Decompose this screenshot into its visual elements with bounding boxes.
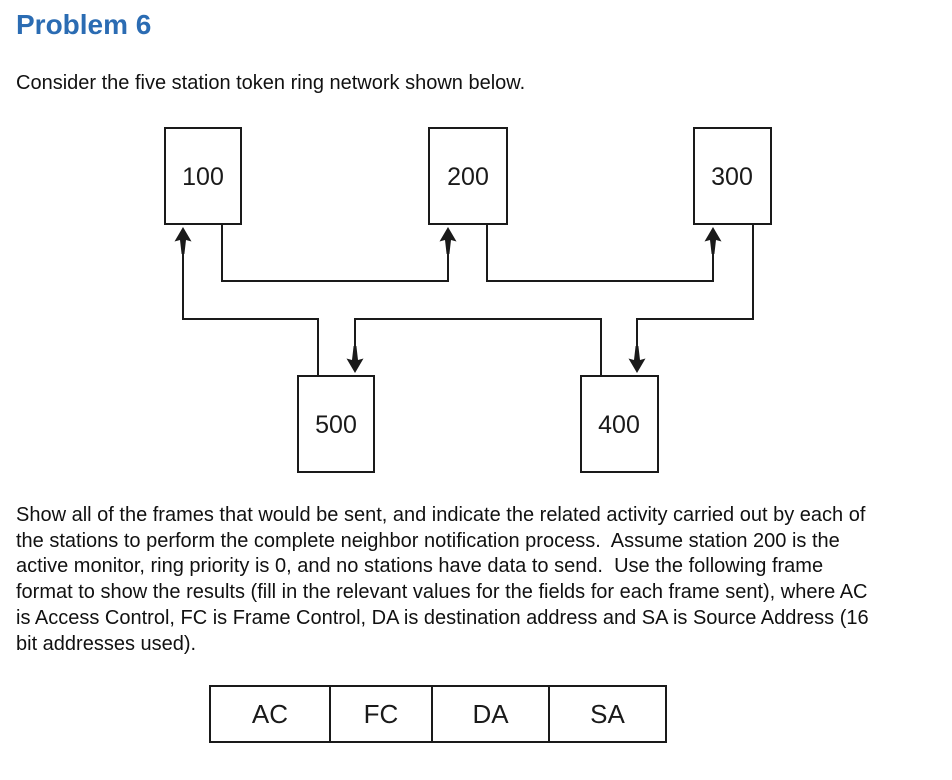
station-box-400: 400 (580, 375, 659, 473)
intro-text: Consider the five station token ring net… (16, 72, 526, 94)
station-box-300: 300 (693, 127, 772, 225)
link-200-to-300 (486, 224, 714, 282)
frame-field-sa: SA (548, 687, 665, 741)
station-box-outline (580, 375, 659, 473)
arrow-up-icon (439, 227, 457, 254)
arrow-up-icon (704, 227, 722, 254)
station-label: 400 (598, 411, 640, 439)
station-label: 100 (182, 163, 224, 191)
link-100-to-200 (221, 224, 449, 282)
problem-body-text: Show all of the frames that would be sen… (16, 504, 869, 655)
arrow-down-icon (628, 346, 646, 373)
link-500-to-100 (182, 250, 319, 376)
station-label: 200 (447, 163, 489, 191)
frame-field-fc: FC (328, 687, 431, 741)
frame-field-da: DA (431, 687, 548, 741)
station-box-500: 500 (297, 375, 375, 473)
link-300-to-400 (636, 224, 754, 348)
frame-format-table: AC FC DA SA (209, 685, 667, 743)
station-box-outline (428, 127, 508, 225)
station-box-200: 200 (428, 127, 508, 225)
arrow-up-icon (174, 227, 192, 254)
station-box-outline (164, 127, 242, 225)
station-label: 500 (315, 411, 357, 439)
link-400-to-500 (354, 318, 602, 376)
frame-field-ac: AC (251, 698, 289, 729)
page-title: Problem 6 (16, 9, 152, 40)
station-box-outline (297, 375, 375, 473)
station-box-outline (693, 127, 772, 225)
station-label: 300 (711, 163, 753, 191)
station-box-100: 100 (164, 127, 242, 225)
arrow-down-icon (346, 346, 364, 373)
